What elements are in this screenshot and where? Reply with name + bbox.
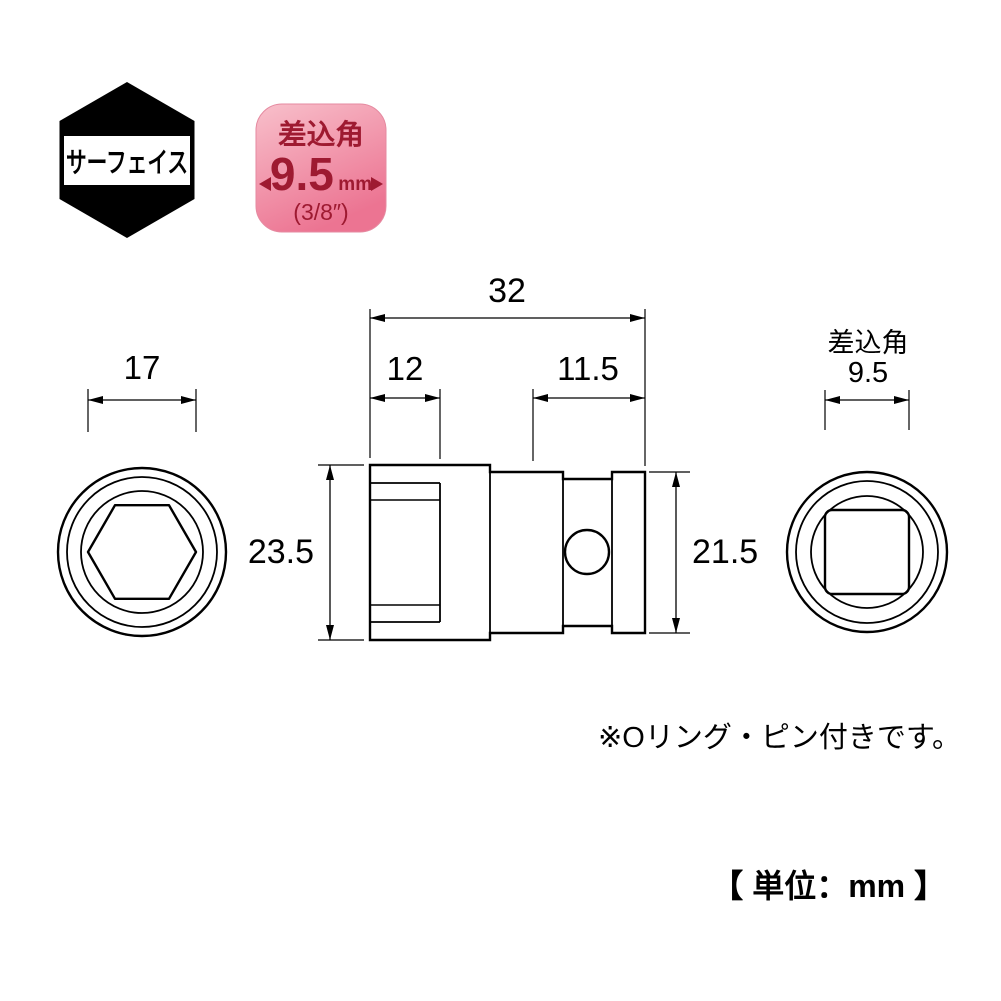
socket-height-label: 23.5 xyxy=(248,533,314,571)
front-outer-circle xyxy=(56,466,228,638)
badge-left-arrow-icon xyxy=(259,177,271,191)
logo-text-band xyxy=(64,136,190,185)
overall-length-dimension: 32 xyxy=(369,272,646,466)
overall-length-label: 32 xyxy=(488,272,526,310)
badge-fraction: (3/8″) xyxy=(293,199,348,225)
note-text: ※Oリング・ピン付きです。 xyxy=(598,721,961,754)
brand-logo: サーフェイス xyxy=(59,82,195,238)
rear-rim-circle xyxy=(795,480,939,624)
front-width-label: 17 xyxy=(124,349,161,386)
rear-drive-title: 差込角 xyxy=(828,328,909,358)
rear-drive-size-label: 9.5 xyxy=(848,357,888,389)
brand-logo-text: サーフェイス xyxy=(66,147,188,178)
front-chamfer-circle xyxy=(80,490,204,614)
rear-chamfer-circle xyxy=(810,495,924,609)
drive-size-badge: 差込角 9.5 mm (3/8″) xyxy=(255,103,387,233)
socket-height-dimension: 23.5 xyxy=(248,464,364,641)
front-rim-circle xyxy=(66,476,218,628)
socket-depth-dimension: 12 xyxy=(370,350,441,459)
badge-value-unit: mm xyxy=(338,174,372,195)
drive-height-label: 21.5 xyxy=(692,533,758,571)
rear-drive-dimension: 差込角 9.5 xyxy=(824,328,910,430)
rear-view xyxy=(785,470,949,634)
side-outline xyxy=(368,463,647,642)
badge-right-arrow-icon xyxy=(371,177,383,191)
front-width-dimension: 17 xyxy=(87,349,197,432)
front-hex-opening xyxy=(86,504,198,600)
front-view xyxy=(56,466,228,638)
units-label: 【 単位：mm 】 xyxy=(711,868,946,904)
pin-hole-circle xyxy=(563,528,611,576)
socket-depth-label: 12 xyxy=(387,350,424,387)
badge-value: 9.5 mm xyxy=(270,148,372,200)
rear-outer-circle xyxy=(785,470,949,634)
badge-value-number: 9.5 xyxy=(270,148,334,200)
drive-height-dimension: 21.5 xyxy=(649,471,758,634)
side-view xyxy=(368,463,647,642)
drive-depth-dimension: 11.5 xyxy=(532,350,645,461)
badge-background xyxy=(255,103,387,233)
badge-title: 差込角 xyxy=(278,118,364,150)
square-drive-opening xyxy=(823,508,911,596)
drive-depth-label: 11.5 xyxy=(557,350,619,387)
